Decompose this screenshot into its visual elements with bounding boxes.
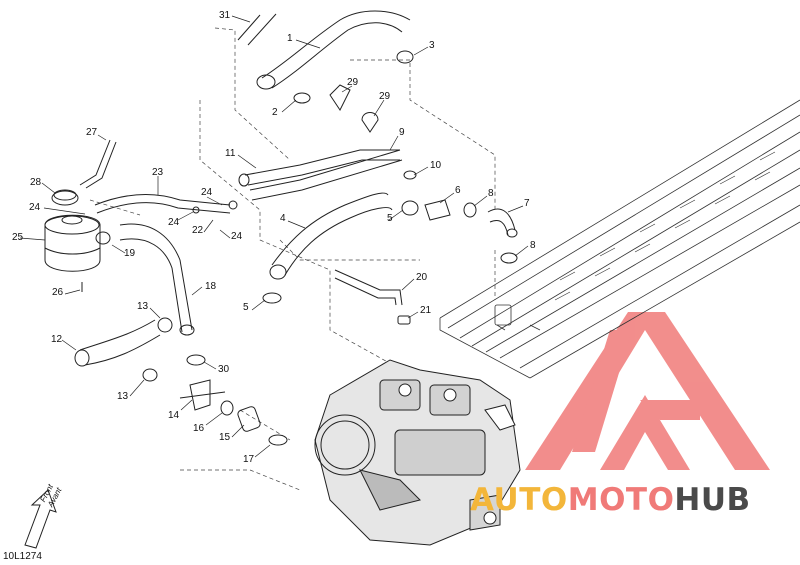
hose-4 <box>269 192 393 280</box>
hose-20 <box>334 269 403 306</box>
hose-7 <box>487 208 518 238</box>
wordmark-auto: AUTO <box>470 482 568 518</box>
callout-18: 18 <box>205 281 217 292</box>
callout-24c: 24 <box>201 187 213 198</box>
hose-23 <box>94 194 231 214</box>
coolant-reservoir <box>44 214 101 272</box>
callout-24d: 24 <box>231 231 243 242</box>
callout-22: 22 <box>192 225 204 236</box>
callout-21: 21 <box>420 305 432 316</box>
callout-9: 9 <box>399 127 405 138</box>
callout-19: 19 <box>124 248 136 259</box>
callout-24a: 24 <box>29 202 41 213</box>
callout-6: 6 <box>455 185 461 196</box>
hose-12 <box>74 319 161 367</box>
wordmark-moto: MOTO <box>567 482 675 518</box>
callout-27: 27 <box>86 127 98 138</box>
callout-8a: 8 <box>488 188 494 199</box>
callout-12: 12 <box>51 334 63 345</box>
callout-3: 3 <box>429 40 435 51</box>
chassis-rail <box>439 99 800 379</box>
callout-16: 16 <box>193 423 205 434</box>
watermark-wordmark: AUTOMOTOHUB <box>470 482 751 518</box>
engine-block <box>314 359 521 546</box>
callout-14: 14 <box>168 410 180 421</box>
callout-31: 31 <box>219 10 231 21</box>
diagram-reference-code: 10L1274 <box>3 551 42 562</box>
callout-2: 2 <box>272 107 278 118</box>
callout-13b: 13 <box>117 391 129 402</box>
hose-27 <box>79 139 117 189</box>
clamps <box>95 50 518 446</box>
callout-17: 17 <box>243 454 255 465</box>
hose-9 <box>249 149 403 201</box>
callout-23: 23 <box>152 167 164 178</box>
callout-24b: 24 <box>168 217 180 228</box>
callout-30: 30 <box>218 364 230 375</box>
callout-leaders <box>19 15 529 458</box>
front-arrow <box>24 489 57 549</box>
callout-11: 11 <box>225 148 236 159</box>
small-parts <box>81 84 451 432</box>
callout-8b: 8 <box>530 240 536 251</box>
hose-18 <box>119 223 195 336</box>
leader-lines <box>89 27 496 491</box>
callout-20: 20 <box>416 272 428 283</box>
callout-1: 1 <box>287 33 293 44</box>
wordmark-hub: HUB <box>674 482 751 518</box>
callout-10: 10 <box>430 160 442 171</box>
callout-4: 4 <box>280 213 286 224</box>
hose-11 <box>238 149 400 187</box>
callout-5a: 5 <box>387 213 393 224</box>
callout-15: 15 <box>219 432 231 443</box>
rail-slots <box>554 151 776 301</box>
callout-13a: 13 <box>137 301 149 312</box>
callout-7: 7 <box>524 198 530 209</box>
callout-5b: 5 <box>243 302 249 313</box>
callout-28: 28 <box>30 177 42 188</box>
callout-26: 26 <box>52 287 64 298</box>
reservoir-cap <box>51 189 79 206</box>
callout-25: 25 <box>12 232 24 243</box>
callout-29a: 29 <box>347 77 359 88</box>
watermark-logo <box>525 312 770 470</box>
hose-1 <box>256 10 411 90</box>
callout-29b: 29 <box>379 91 391 102</box>
hose-31 <box>236 6 277 46</box>
